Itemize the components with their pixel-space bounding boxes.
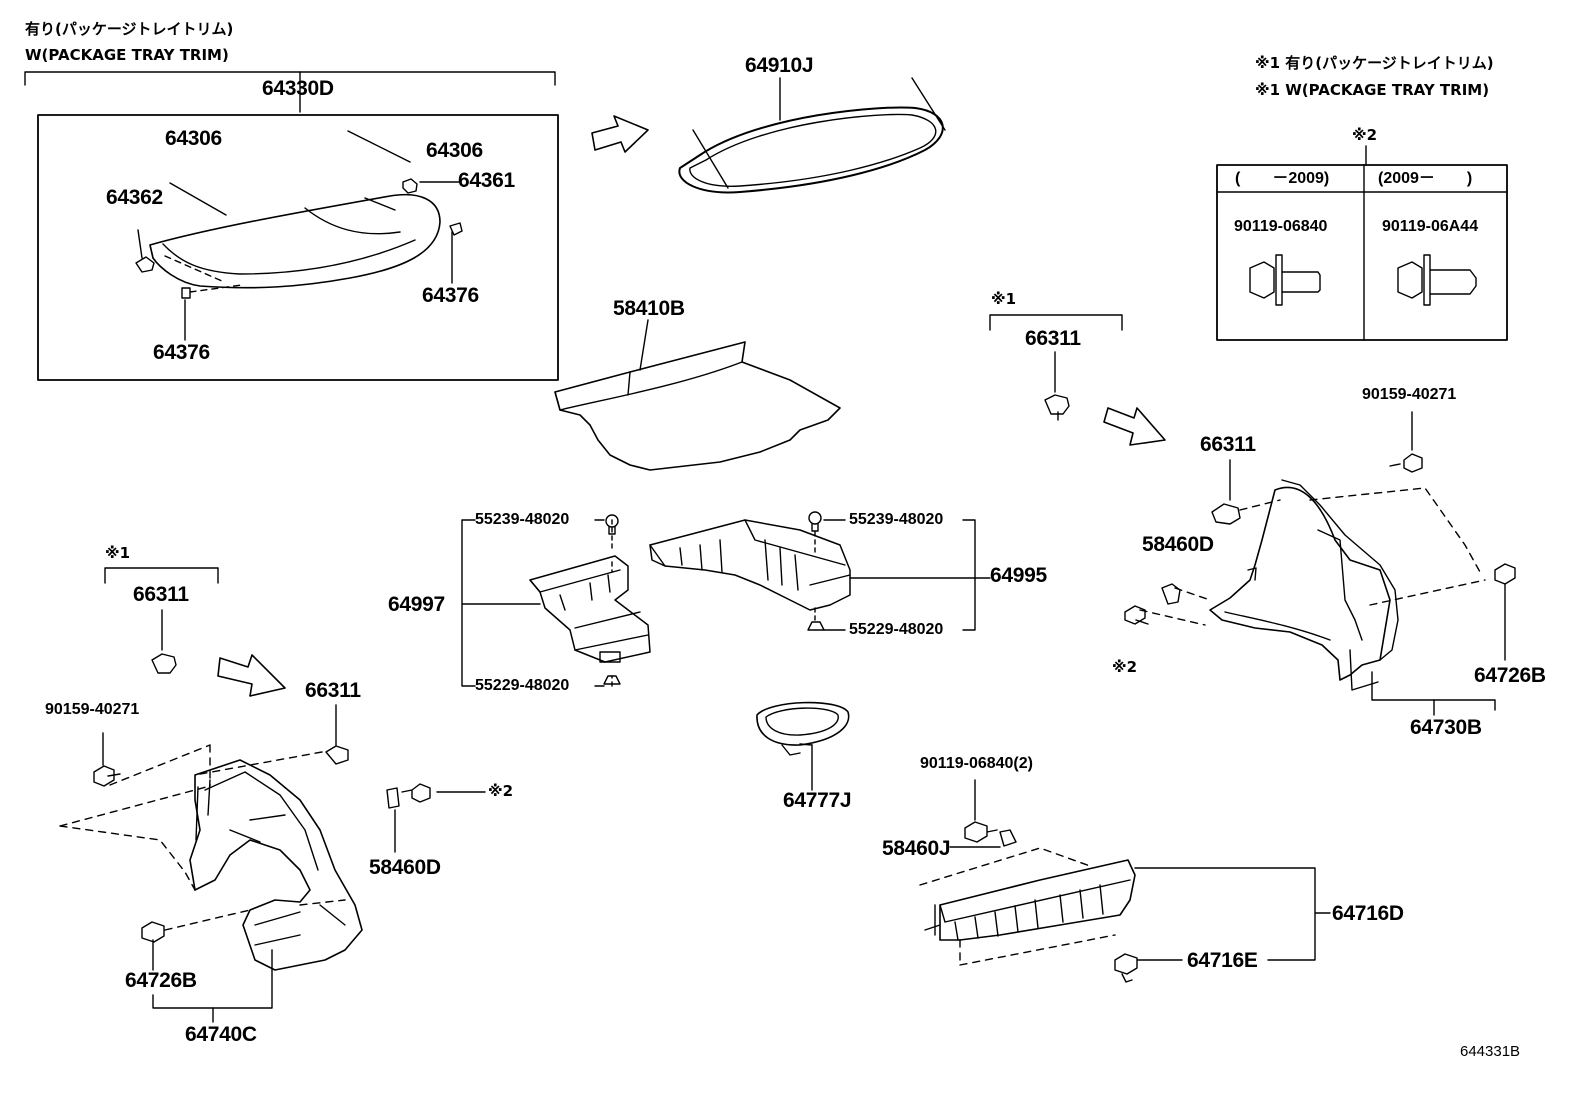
mark-x1-left: ※1 <box>105 544 131 562</box>
label-66311-l2: 66311 <box>305 679 361 702</box>
diagram-id: 644331B <box>1460 1043 1521 1060</box>
right-side-trim-group <box>990 315 1515 715</box>
label-64726B-r: 64726B <box>1474 664 1546 687</box>
arrow-right-top <box>592 116 648 152</box>
label-64376-a: 64376 <box>422 284 479 307</box>
label-64376-b: 64376 <box>153 341 210 364</box>
bolt-table-col1-part: 90119-06840 <box>1234 218 1328 235</box>
bolt-table-col2-part: 90119-06A44 <box>1382 218 1479 235</box>
tray-64777J <box>757 703 849 790</box>
tray-64997 <box>530 556 650 662</box>
rear-panel-group <box>920 780 1330 982</box>
label-64995: 64995 <box>990 564 1047 587</box>
note-2-mark: ※2 <box>1352 126 1378 144</box>
label-58460D-l: 58460D <box>369 856 441 879</box>
label-64362: 64362 <box>106 186 163 209</box>
label-64777J: 64777J <box>783 789 852 812</box>
label-64997: 64997 <box>388 593 445 616</box>
label-64306-b: 64306 <box>426 139 483 162</box>
label-55239-b: 55239-48020 <box>849 511 944 528</box>
label-90159-r: 90159-40271 <box>1362 386 1457 403</box>
tray-leaders <box>462 512 990 686</box>
label-55239-a: 55239-48020 <box>475 511 570 528</box>
label-58460J: 58460J <box>882 837 951 860</box>
label-64716D: 64716D <box>1332 902 1404 925</box>
header-bracket <box>25 72 555 112</box>
floor-mat-58410B <box>555 320 840 470</box>
package-tray-group <box>38 115 558 380</box>
weatherstrip-64910J <box>679 78 945 192</box>
label-58460D-r: 58460D <box>1142 533 1214 556</box>
label-64726B-l: 64726B <box>125 969 197 992</box>
label-58410B: 58410B <box>613 297 685 320</box>
label-66311-r1: 66311 <box>1025 327 1081 350</box>
header-en: W(PACKAGE TRAY TRIM) <box>25 46 229 64</box>
bolt-table-col1-header: ( －2009) <box>1235 170 1330 187</box>
label-90159-l: 90159-40271 <box>45 701 140 718</box>
label-64730B: 64730B <box>1410 716 1482 739</box>
label-64330D: 64330D <box>262 77 334 100</box>
mark-x2-right: ※2 <box>1112 658 1138 676</box>
label-64716E: 64716E <box>1187 949 1258 972</box>
header-jp: 有り(パッケージトレイトリム) <box>25 20 234 38</box>
note-1-jp: ※1 有り(パッケージトレイトリム) <box>1255 54 1494 72</box>
note-1-en: ※1 W(PACKAGE TRAY TRIM) <box>1255 81 1490 99</box>
label-66311-l1: 66311 <box>133 583 189 606</box>
label-90119-06840-2: 90119-06840(2) <box>920 755 1033 772</box>
label-64306-a: 64306 <box>165 127 222 150</box>
mark-x2-left: ※2 <box>488 782 514 800</box>
label-64910J: 64910J <box>745 54 814 77</box>
label-55229-b: 55229-48020 <box>849 621 944 638</box>
tray-64995 <box>650 520 850 610</box>
label-55229-a: 55229-48020 <box>475 677 570 694</box>
bolt-table <box>1217 146 1507 340</box>
label-66311-r2: 66311 <box>1200 433 1256 456</box>
label-64361: 64361 <box>458 169 515 192</box>
mark-x1-right: ※1 <box>991 290 1017 308</box>
left-side-trim-group <box>60 568 485 1022</box>
label-64740C: 64740C <box>185 1023 257 1046</box>
bolt-table-col2-header: (2009－ ) <box>1378 170 1473 187</box>
